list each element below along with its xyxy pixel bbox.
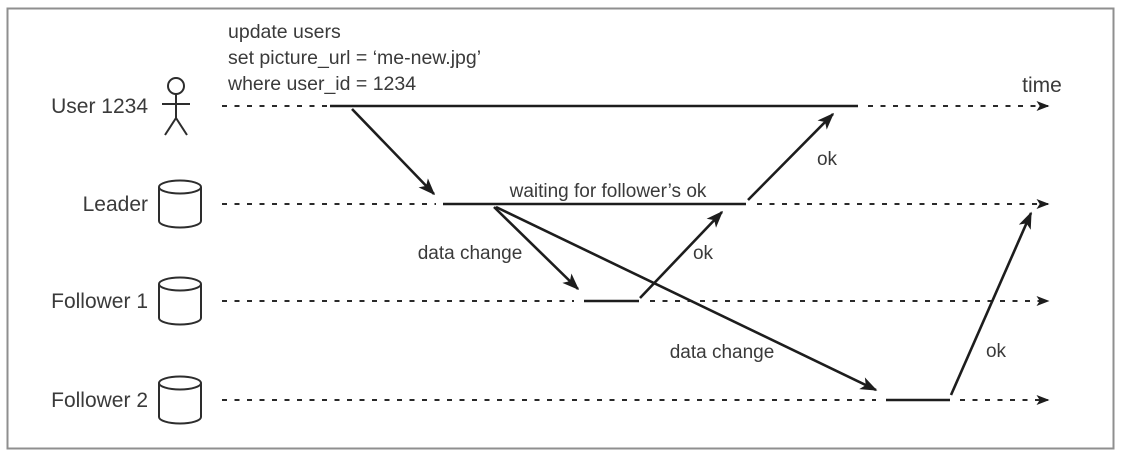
lane-follower1: Follower 1 bbox=[51, 276, 1050, 326]
query-line-3: where user_id = 1234 bbox=[227, 73, 416, 95]
query-line-2: set picture_url = ‘me-new.jpg’ bbox=[228, 47, 481, 69]
data-change-arrow-follower2 bbox=[495, 205, 878, 392]
person-icon bbox=[162, 77, 190, 136]
ok-arrow-follower1-to-leader bbox=[639, 210, 724, 299]
lane-label-follower2: Follower 2 bbox=[51, 389, 148, 412]
time-axis-label: time bbox=[1022, 74, 1062, 97]
data-change-label-1: data change bbox=[418, 243, 523, 264]
database-cylinder-icon bbox=[158, 179, 202, 229]
query-annotation: update users set picture_url = ‘me-new.j… bbox=[227, 21, 481, 95]
ok-label-follower1: ok bbox=[693, 243, 714, 264]
lane-label-leader: Leader bbox=[83, 193, 148, 216]
diagram-border bbox=[6, 7, 1115, 450]
database-cylinder-icon bbox=[158, 375, 202, 425]
lane-label-follower1: Follower 1 bbox=[51, 290, 148, 313]
lane-follower2: Follower 2 bbox=[51, 375, 1050, 425]
query-line-1: update users bbox=[228, 21, 341, 43]
ok-label-leader: ok bbox=[817, 149, 838, 170]
ok-label-follower2: ok bbox=[986, 341, 1007, 362]
data-change-label-2: data change bbox=[670, 342, 775, 363]
lane-user: User 1234 bbox=[51, 77, 1050, 136]
lane-leader: Leader bbox=[83, 179, 1050, 229]
data-change-arrow-follower1 bbox=[493, 206, 580, 291]
ok-arrow-follower2-to-leader bbox=[949, 211, 1033, 396]
waiting-annotation: waiting for follower’s ok bbox=[509, 181, 707, 202]
ok-arrow-leader-to-user bbox=[747, 112, 835, 201]
lane-label-user: User 1234 bbox=[51, 95, 148, 118]
write-request-arrow bbox=[351, 108, 436, 196]
database-cylinder-icon bbox=[158, 276, 202, 326]
